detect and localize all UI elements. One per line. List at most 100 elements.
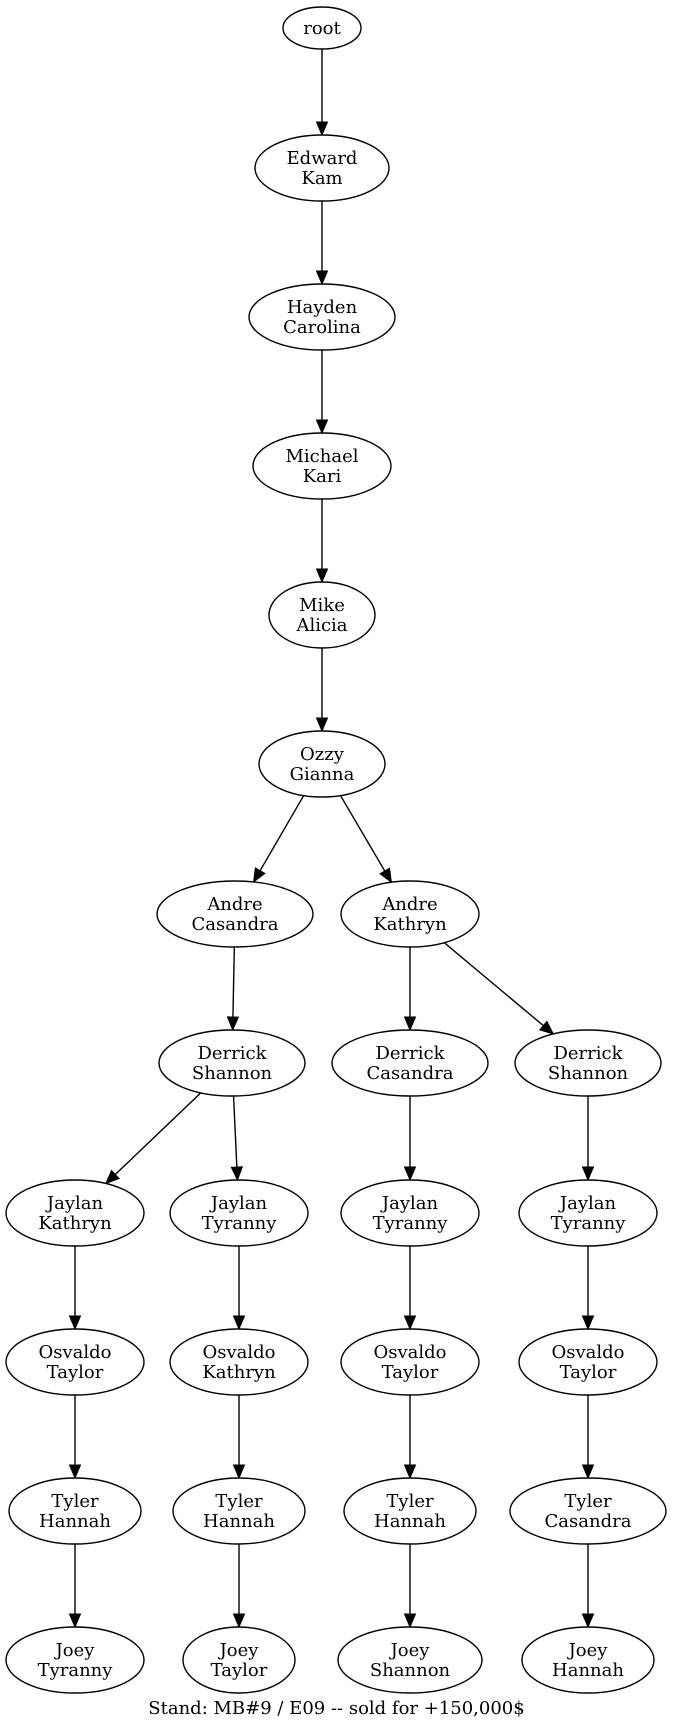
node-label-line: Tyranny [373, 1213, 449, 1234]
node-ellipse [282, 6, 362, 50]
node-ellipse [169, 1179, 309, 1247]
arrowhead [403, 1315, 417, 1331]
arrowhead [232, 1464, 246, 1480]
arrowhead [403, 1464, 417, 1480]
node-label-line: Hannah [374, 1511, 446, 1532]
node-label-line: Casandra [367, 1063, 454, 1084]
node-label-line: Taylor [560, 1362, 617, 1383]
edge-n13-n17 [403, 1246, 417, 1331]
node-label-line: Joey [567, 1640, 609, 1661]
edge-line [339, 795, 386, 872]
node-label-line: Tyler [564, 1491, 612, 1512]
arrowhead [68, 1464, 82, 1480]
edge-n22-n26 [581, 1544, 595, 1629]
node-label-line: Taylor [382, 1362, 439, 1383]
edge-n14-n18 [581, 1246, 595, 1331]
edges-layer [68, 49, 595, 1629]
edge-n7-n10 [443, 942, 555, 1035]
node-label-line: Osvaldo [373, 1342, 446, 1363]
node-label-line: Derrick [553, 1043, 623, 1064]
node-label-line: Osvaldo [38, 1342, 111, 1363]
node-ellipse [5, 1328, 145, 1396]
node-ellipse [518, 1328, 658, 1396]
node-ellipse [254, 134, 390, 202]
node-label-line: Hannah [552, 1660, 624, 1681]
node-ellipse [8, 1477, 142, 1545]
edge-line [443, 942, 544, 1027]
edge-n6-n8 [226, 946, 240, 1032]
node-ellipse [337, 1626, 483, 1694]
arrowhead [538, 1020, 555, 1035]
edge-n1-n2 [315, 201, 329, 286]
node-label-line: Derrick [375, 1043, 445, 1064]
node-label-line: Casandra [545, 1511, 632, 1532]
node-ellipse [5, 1179, 145, 1247]
node-ellipse [169, 1328, 309, 1396]
arrowhead [68, 1315, 82, 1331]
arrowhead [403, 1613, 417, 1629]
edge-n17-n21 [403, 1395, 417, 1480]
node-ellipse [331, 1029, 489, 1097]
node-label-line: Osvaldo [551, 1342, 624, 1363]
node-ellipse [514, 1029, 662, 1097]
node-label-line: Joey [218, 1640, 260, 1661]
arrowhead [581, 1315, 595, 1331]
arrowhead [315, 270, 329, 286]
node-ellipse [343, 1477, 477, 1545]
node-label-line: Osvaldo [202, 1342, 275, 1363]
node-ellipse [248, 283, 396, 351]
node-label-line: Hannah [203, 1511, 275, 1532]
edge-line [259, 795, 305, 872]
node-label-line: Tyler [51, 1491, 99, 1512]
arrowhead [232, 1613, 246, 1629]
edge-root-n1 [315, 49, 329, 137]
node-label-line: Derrick [197, 1043, 267, 1064]
edge-n16-n20 [232, 1395, 246, 1480]
node-label-line: root [303, 18, 341, 39]
edge-n4-n5 [315, 648, 329, 733]
arrowhead [581, 1166, 595, 1182]
arrowhead [232, 1315, 246, 1331]
arrowhead [315, 121, 329, 137]
node-label-line: Mike [299, 595, 345, 616]
node-label-line: Kari [303, 466, 342, 487]
node-label-line: Jaylan [558, 1193, 617, 1214]
arrowhead [403, 1016, 417, 1032]
node-ellipse [340, 1328, 480, 1396]
arrowhead [315, 717, 329, 733]
edge-n20-n24 [232, 1544, 246, 1629]
node-ellipse [158, 1029, 306, 1097]
node-ellipse [182, 1626, 296, 1694]
node-label-line: Tyler [215, 1491, 263, 1512]
edge-line [232, 1095, 238, 1168]
node-ellipse [258, 730, 386, 798]
node-label-line: Shannon [192, 1063, 273, 1084]
node-label-line: Shannon [548, 1063, 629, 1084]
edge-n18-n22 [581, 1395, 595, 1480]
edge-n11-n15 [68, 1246, 82, 1331]
nodes-layer: rootEdwardKamHaydenCarolinaMichaelKariMi… [5, 6, 667, 1694]
edge-n15-n19 [68, 1395, 82, 1480]
edge-n12-n16 [232, 1246, 246, 1331]
edge-n8-n12 [230, 1095, 244, 1182]
arrowhead [230, 1166, 244, 1182]
arrowhead [252, 867, 266, 884]
